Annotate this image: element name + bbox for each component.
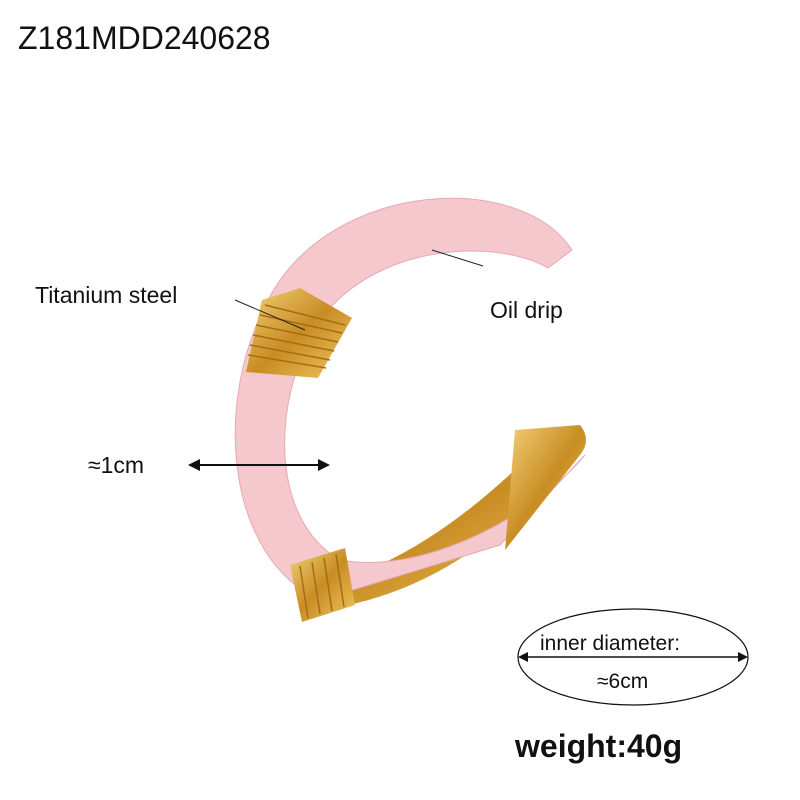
finish-pointer	[431, 249, 484, 267]
inner-diameter-value: ≈6cm	[597, 670, 649, 693]
diameter-arrow	[518, 652, 748, 662]
finish-label: Oil drip	[490, 297, 563, 323]
gold-band-upper	[246, 288, 352, 378]
inner-diameter-label: inner diameter:	[540, 632, 681, 655]
width-arrow	[188, 459, 330, 471]
width-label: ≈1cm	[88, 452, 145, 478]
material-label: Titanium steel	[35, 282, 178, 308]
weight-label: weight:40g	[515, 728, 683, 764]
bracelet-inner-gold	[300, 440, 580, 610]
product-code: Z181MDD240628	[18, 20, 271, 56]
bracelet-end-cap	[505, 425, 586, 550]
material-pointer	[234, 299, 306, 331]
bracelet-enamel	[234, 197, 586, 601]
gold-band-lower	[290, 548, 355, 622]
